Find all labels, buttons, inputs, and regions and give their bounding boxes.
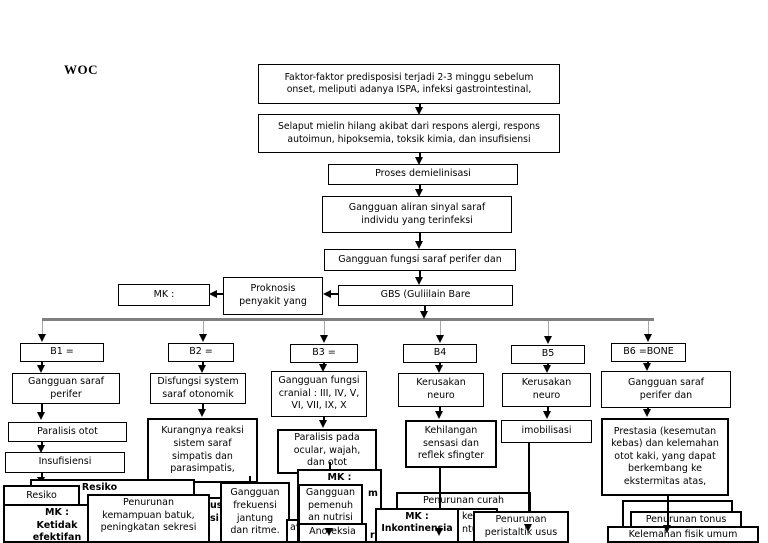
- box-b5-label: B5: [511, 345, 585, 364]
- box-b2-label: B2 =: [168, 343, 234, 362]
- arrowhead-down: [199, 334, 207, 342]
- box-b3-mk-fragment-2: ri: [370, 530, 378, 541]
- box-gangguan-aliran-sinyal: Gangguan aliran sinyal saraf individu ya…: [322, 196, 512, 233]
- arrowhead-down: [435, 365, 443, 373]
- branch-stem: [548, 321, 549, 338]
- arrowhead-down: [37, 412, 45, 420]
- arrowhead-down: [415, 157, 423, 165]
- arrowhead-down: [198, 409, 206, 417]
- arrowhead-left: [323, 290, 331, 298]
- arrowhead-down: [198, 365, 206, 373]
- arrowhead-down: [325, 528, 333, 536]
- connector-line: [331, 293, 339, 295]
- connector-line: [547, 407, 549, 414]
- arrowhead-down: [320, 335, 328, 343]
- arrowhead-down: [643, 363, 651, 371]
- arrowhead-down: [37, 365, 45, 373]
- arrowhead-down: [435, 411, 443, 419]
- connector-line: [419, 185, 421, 192]
- box-b6-label: B6 =BONE: [611, 343, 686, 362]
- arrowhead-down: [38, 334, 46, 342]
- arrowhead-down: [644, 334, 652, 342]
- connector-line: [419, 271, 421, 280]
- arrowhead-left: [209, 290, 217, 298]
- connector-line: [329, 462, 331, 470]
- box-b4-level2: Kerusakan neuro: [398, 373, 484, 407]
- box-b6-prestasia: Prestasia (kesemutan kebas) dan kelemaha…: [601, 418, 729, 496]
- box-mk-left: MK :: [118, 284, 210, 306]
- divider-line: [42, 318, 654, 321]
- box-b3-label: B3 =: [290, 344, 358, 363]
- connector-line: [202, 404, 204, 411]
- arrowhead-down: [643, 409, 651, 417]
- branch-stem: [648, 321, 649, 335]
- connector-line: [439, 468, 441, 509]
- connector-line: [41, 473, 43, 480]
- connector-line: [424, 306, 426, 313]
- arrowhead-down: [543, 365, 551, 373]
- box-gangguan-fungsi-saraf: Gangguan fungsi saraf perifer dan: [324, 249, 516, 271]
- box-proknosis: Proknosis penyakit yang: [223, 277, 323, 315]
- connector-line: [419, 233, 421, 244]
- arrowhead-down: [543, 411, 551, 419]
- page-title: WOC: [64, 62, 98, 77]
- box-b3-nutrisi: Gangguan pemenuh an nutrisi: [298, 484, 363, 526]
- box-b2-kurangnya-reaksi: Kurangnya reaksi sistem saraf simpatis d…: [147, 418, 258, 483]
- connector-line: [249, 476, 251, 483]
- box-b4-label: B4: [403, 344, 477, 363]
- box-b3-level2: Gangguan fungsi cranial : III, IV, V, VI…: [271, 371, 367, 417]
- box-b3-paralisis-pada: Paralisis pada ocular, wajah, dan otot: [277, 429, 377, 474]
- box-b1-paralisis-otot: Paralisis otot: [8, 422, 127, 442]
- arrowhead-down: [544, 336, 552, 344]
- connector-line: [41, 361, 43, 368]
- connector-line: [528, 443, 530, 511]
- arrowhead-down: [415, 277, 423, 285]
- connector-line: [419, 153, 421, 160]
- arrowhead-down: [319, 364, 327, 372]
- branch-stem: [42, 321, 43, 335]
- box-b5-level2: Kerusakan neuro: [502, 373, 591, 407]
- box-proses-demielinisasi: Proses demielinisasi: [328, 164, 518, 185]
- arrowhead-down: [524, 524, 532, 532]
- arrowhead-down: [37, 445, 45, 453]
- connector-line: [41, 404, 43, 414]
- box-b2-level2: Disfungsi system saraf otonomik: [150, 373, 246, 404]
- box-b1-label: B1 =: [20, 343, 104, 362]
- box-selaput-mielin: Selaput mielin hilang akibat dari respon…: [258, 114, 560, 153]
- box-b4-mk-inkontinensia: MK : Inkontinensia: [375, 508, 459, 543]
- box-b1-level2: Gangguan saraf perifer: [12, 373, 120, 404]
- arrowhead-down: [415, 189, 423, 197]
- branch-stem: [324, 321, 325, 337]
- box-b3-mk-label: MK :: [327, 472, 352, 483]
- box-gbs: GBS (Guliilain Bare: [338, 285, 513, 306]
- box-b6-level2: Gangguan saraf perifer dan: [601, 371, 731, 408]
- box-b1-penurunan-batuk: Penurunan kemampuan batuk, peningkatan s…: [87, 494, 210, 543]
- box-b4-peristaltik: Penurunan peristaltik usus: [473, 511, 569, 543]
- box-predisposisi: Faktor-faktor predisposisi terjadi 2-3 m…: [258, 64, 560, 104]
- connector-line: [202, 361, 204, 368]
- connector-line: [217, 293, 224, 295]
- connector-line: [667, 496, 669, 526]
- arrowhead-down: [663, 525, 671, 533]
- arrowhead-down: [420, 311, 428, 319]
- box-b2-gangguan-jantung: Gangguan frekuensi jantung dan ritme.: [220, 482, 290, 543]
- box-b3-mk-fragment-1: m: [368, 488, 378, 499]
- branch-stem: [203, 321, 204, 335]
- arrowhead-down: [319, 420, 327, 428]
- connector-line: [439, 407, 441, 414]
- branch-stem: [440, 321, 441, 337]
- box-b1-insufisiensi: Insufisiensi: [5, 452, 125, 473]
- arrowhead-down: [415, 107, 423, 115]
- box-b5-imobilisasi: imobilisasi: [501, 420, 592, 443]
- arrowhead-down: [436, 335, 444, 343]
- arrowhead-down: [415, 241, 423, 249]
- box-b6-kelemahan-fisik: Kelemahan fisik umum: [607, 526, 759, 543]
- arrowhead-down: [435, 528, 443, 536]
- box-b4-kehilangan-sensasi: Kehilangan sensasi dan reflek sfingter: [405, 420, 497, 468]
